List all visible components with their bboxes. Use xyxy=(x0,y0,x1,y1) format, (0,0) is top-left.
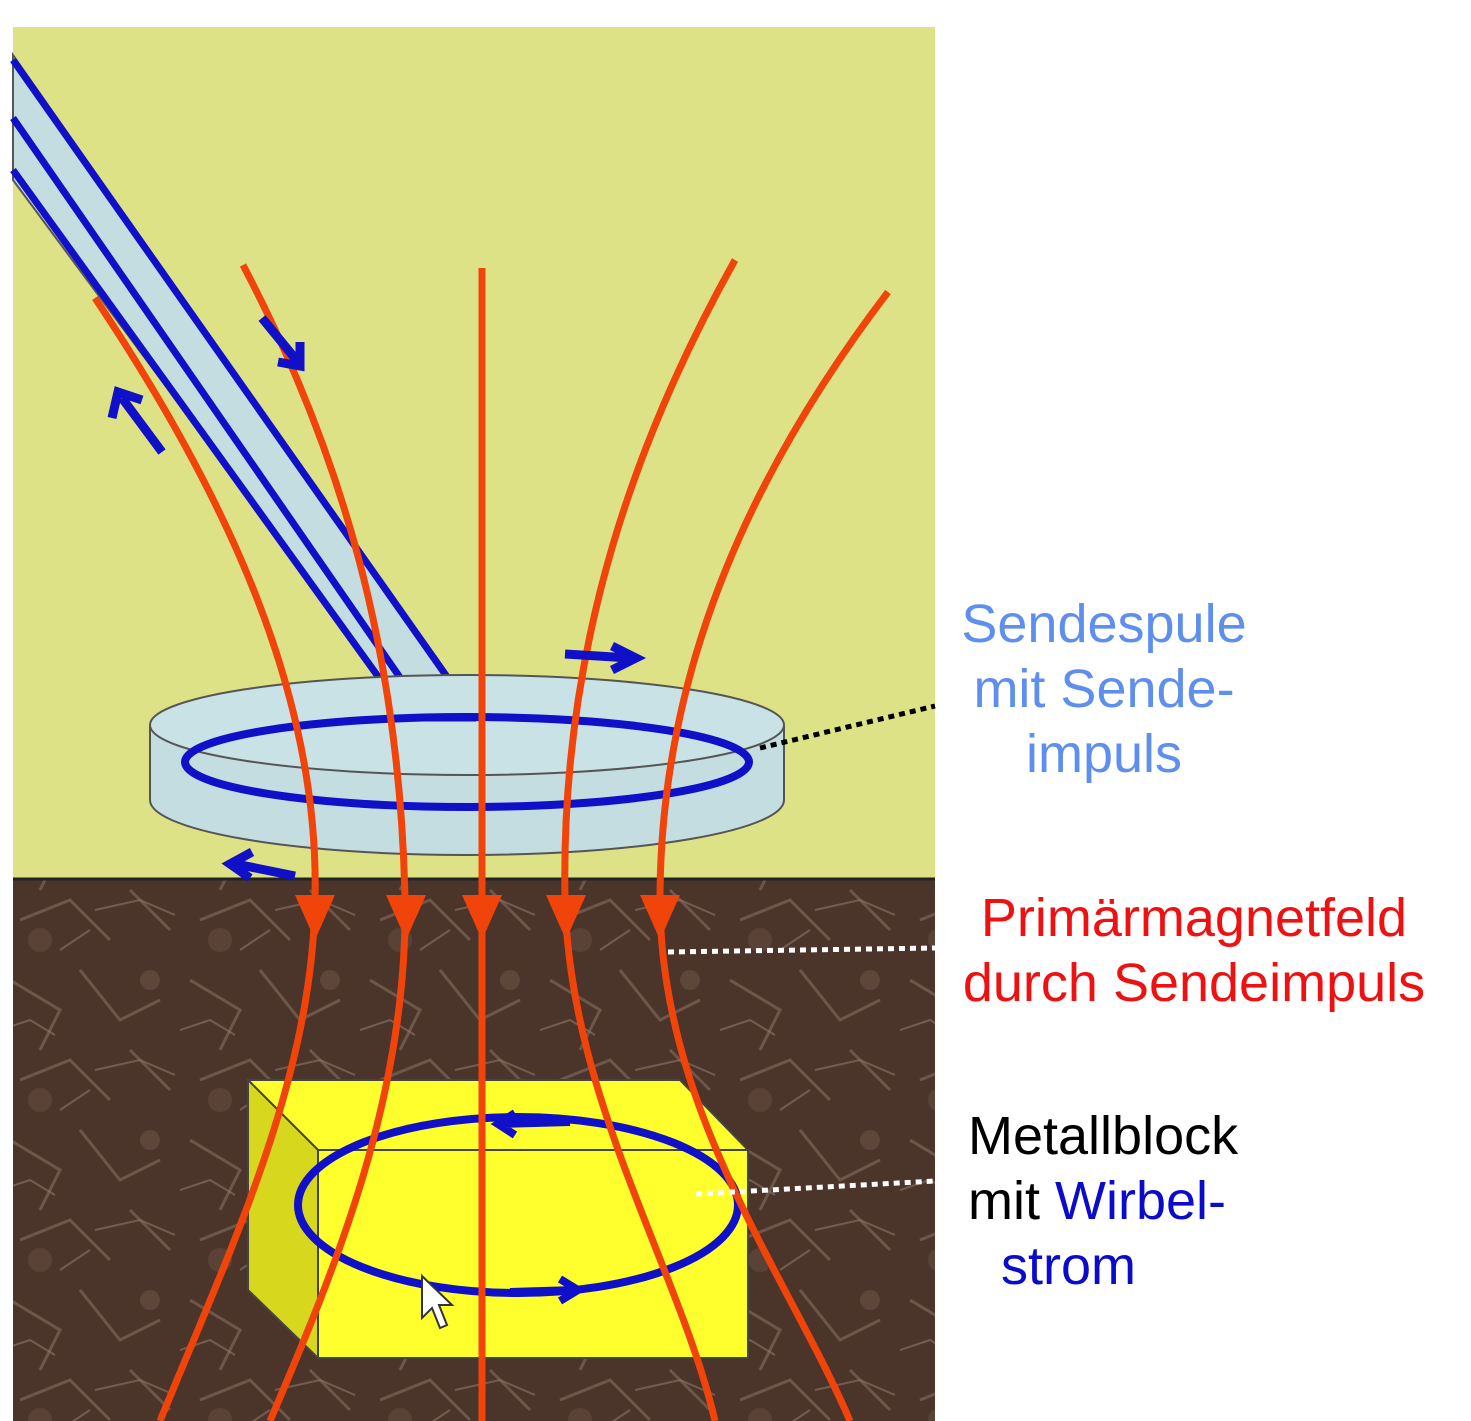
field-arrow-5 xyxy=(640,895,680,940)
field-leader-line xyxy=(667,945,936,955)
field-direction-arrows xyxy=(295,895,680,940)
metal-block-icon xyxy=(245,1077,751,1361)
current-arrow-left xyxy=(221,848,296,882)
field-arrow-4 xyxy=(546,895,586,940)
block-label-line2-prefix: mit xyxy=(968,1171,1055,1231)
coil-label: Sendespule mit Sende- impuls xyxy=(946,592,1262,787)
eddy-current-arrow-top xyxy=(490,1109,571,1139)
search-coil-icon xyxy=(149,674,785,856)
block-label-line1: Metallblock xyxy=(968,1106,1239,1166)
current-arrow-down xyxy=(258,315,305,372)
current-arrow-up xyxy=(107,386,166,455)
field-arrow-3 xyxy=(462,895,502,940)
block-label: Metallblock mit Wirbel- strom xyxy=(968,1104,1238,1299)
block-label-line2: mit Wirbel- xyxy=(968,1169,1238,1234)
block-label-eddy-highlight: Wirbel- xyxy=(1055,1171,1226,1231)
coil-label-line3: impuls xyxy=(1025,724,1183,784)
coil-leader-line xyxy=(759,703,936,751)
coil-label-line1: Sendespule xyxy=(961,594,1247,654)
current-direction-arrows xyxy=(107,315,647,882)
block-label-line3: strom xyxy=(1001,1236,1136,1296)
field-arrow-2 xyxy=(386,895,426,940)
field-line-4 xyxy=(561,258,739,1421)
field-label-line1: Primärmagnetfeld xyxy=(980,888,1408,948)
current-arrow-right xyxy=(564,641,647,675)
field-arrow-1 xyxy=(295,895,335,940)
field-label: Primärmagnetfeld durch Sendeimpuls xyxy=(940,886,1448,1016)
leader-lines xyxy=(667,703,936,1197)
mouse-pointer-icon xyxy=(421,1273,455,1330)
field-label-line2: durch Sendeimpuls xyxy=(962,953,1426,1013)
coil-label-line2: mit Sende- xyxy=(973,659,1235,719)
eddy-current-arrow-bottom xyxy=(509,1275,586,1305)
block-leader-line xyxy=(695,1178,936,1197)
